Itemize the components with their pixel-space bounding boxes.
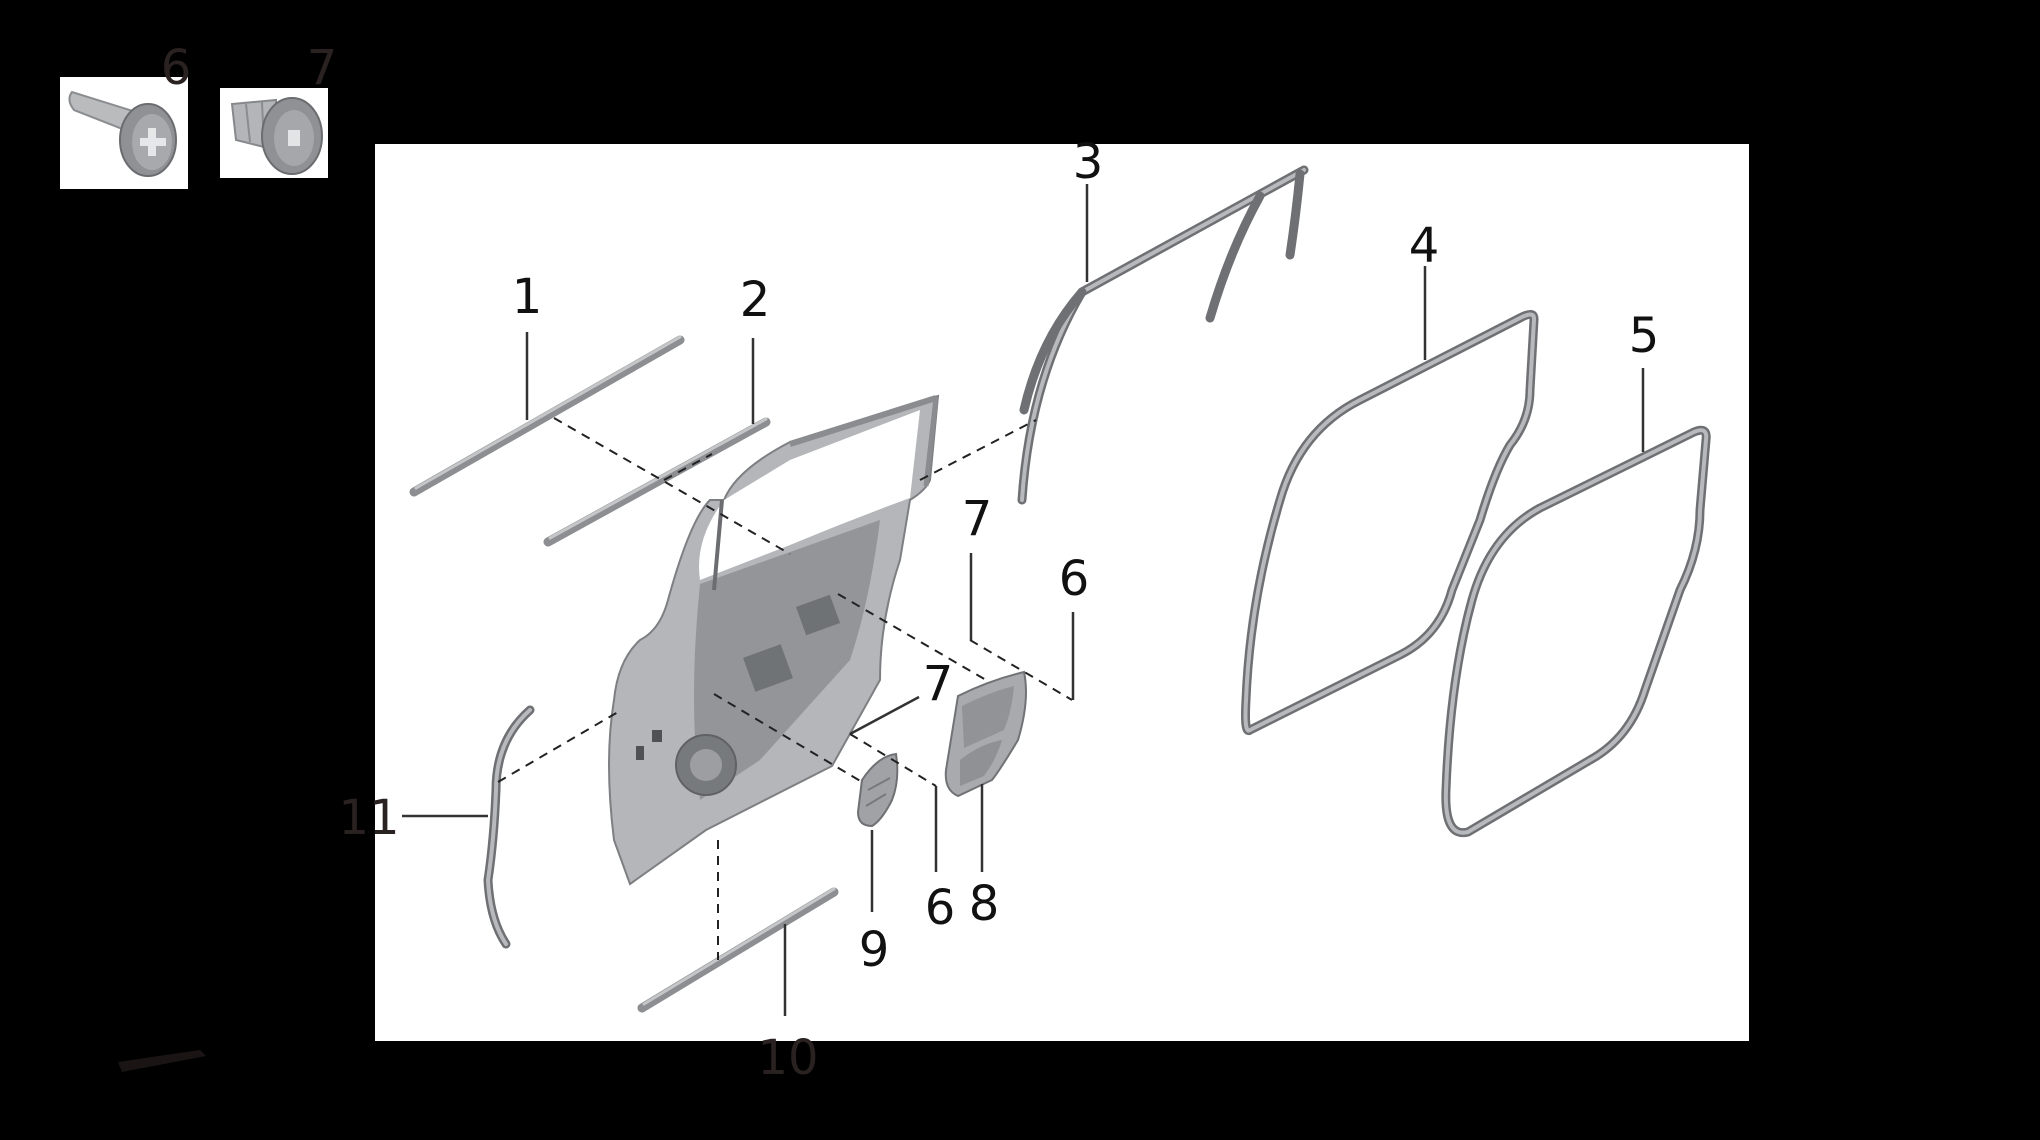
door-shell[interactable]	[608, 394, 940, 886]
callout-11: 11	[338, 790, 399, 846]
callout-4: 4	[1409, 218, 1440, 274]
callout-1: 1	[512, 269, 543, 325]
inset-label-7: 7	[307, 40, 338, 96]
callout-9: 9	[859, 922, 890, 978]
callout-6b: 6	[925, 880, 956, 936]
inset-label-6: 6	[161, 40, 192, 96]
inset-nut-part[interactable]	[220, 88, 328, 178]
callout-8: 8	[969, 876, 1000, 932]
callout-3: 3	[1073, 134, 1104, 190]
part-11-side-strip[interactable]	[483, 705, 535, 949]
callout-7b: 7	[923, 656, 954, 712]
part-10-sill-strip[interactable]	[637, 887, 839, 1013]
part-4-door-seal[interactable]	[1241, 310, 1539, 736]
part-5-door-seal[interactable]	[1441, 425, 1711, 838]
callout-2: 2	[740, 272, 771, 328]
inset-screw-part[interactable]	[60, 77, 188, 189]
diagram-panel	[375, 144, 1749, 1041]
callout-5: 5	[1629, 308, 1660, 364]
part-9-small-cover[interactable]	[856, 752, 899, 828]
callout-6a: 6	[1059, 551, 1090, 607]
stray-mark	[118, 1050, 206, 1072]
leader-7b	[849, 695, 920, 736]
callout-7a: 7	[962, 491, 993, 547]
part-3-window-channel[interactable]	[1017, 165, 1309, 505]
assembly-lines	[497, 417, 1073, 960]
callout-10: 10	[757, 1030, 818, 1086]
part-8-access-cover[interactable]	[944, 670, 1027, 798]
part-1-outer-belt-strip[interactable]	[409, 335, 685, 497]
